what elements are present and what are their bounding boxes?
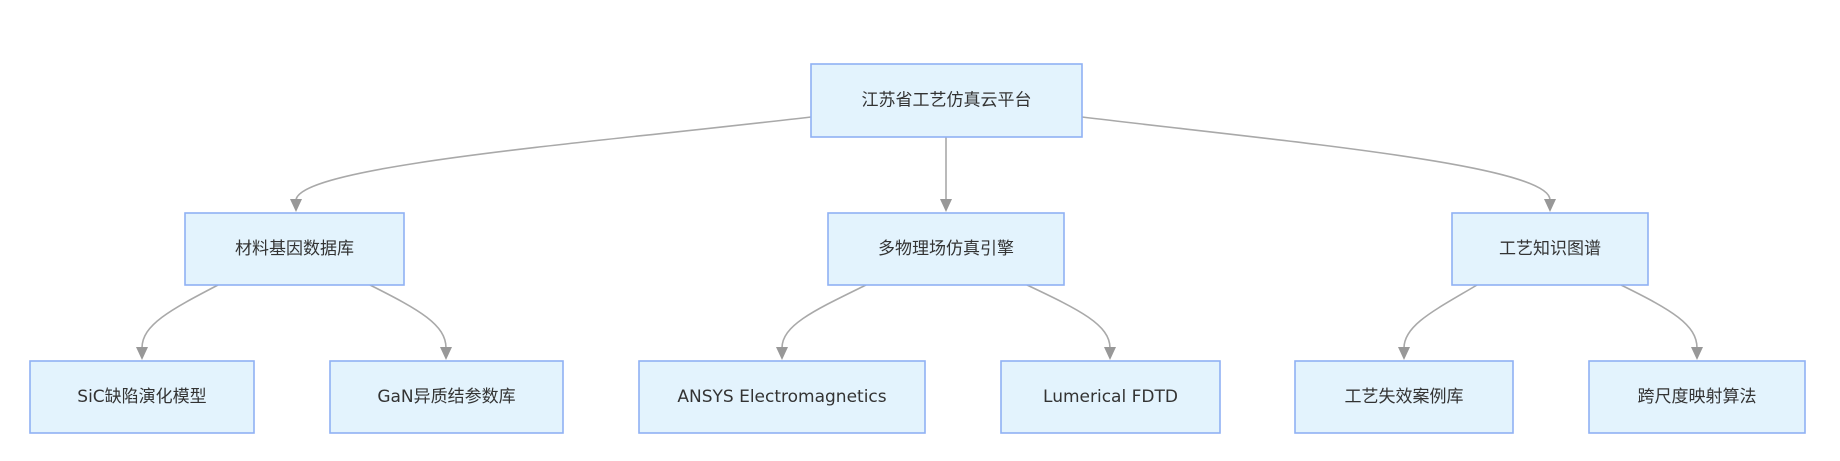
- node-label: ANSYS Electromagnetics: [677, 387, 886, 407]
- node-platform[interactable]: 江苏省工艺仿真云平台: [810, 63, 1083, 138]
- node-gan-hetero[interactable]: GaN异质结参数库: [329, 360, 564, 434]
- node-knowledge-graph[interactable]: 工艺知识图谱: [1451, 212, 1649, 286]
- node-label: 工艺失效案例库: [1345, 387, 1464, 407]
- node-ansys[interactable]: ANSYS Electromagnetics: [638, 360, 926, 434]
- arrowhead-icon: [1104, 347, 1116, 360]
- node-multiphysics[interactable]: 多物理场仿真引擎: [827, 212, 1065, 286]
- edges-layer: [136, 116, 1703, 360]
- arrowhead-icon: [1398, 347, 1410, 360]
- node-material-db[interactable]: 材料基因数据库: [184, 212, 405, 286]
- node-label: 工艺知识图谱: [1499, 239, 1601, 259]
- arrowhead-icon: [290, 199, 302, 212]
- node-failure-cases[interactable]: 工艺失效案例库: [1294, 360, 1514, 434]
- edge-material-db-to-sic-defect: [141, 284, 219, 349]
- edge-knowledge-graph-to-cross-scale: [1620, 284, 1698, 349]
- node-lumerical[interactable]: Lumerical FDTD: [1000, 360, 1221, 434]
- arrowhead-icon: [1544, 199, 1556, 212]
- node-cross-scale[interactable]: 跨尺度映射算法: [1588, 360, 1806, 434]
- edge-multiphysics-to-ansys: [781, 284, 867, 349]
- node-label: Lumerical FDTD: [1043, 387, 1178, 407]
- edge-platform-to-material-db: [295, 116, 812, 201]
- edge-knowledge-graph-to-failure-cases: [1403, 284, 1478, 349]
- edge-multiphysics-to-lumerical: [1026, 284, 1111, 349]
- arrowhead-icon: [1691, 347, 1703, 360]
- node-label: 材料基因数据库: [235, 239, 354, 259]
- arrowhead-icon: [440, 347, 452, 360]
- arrowhead-icon: [940, 199, 952, 212]
- node-label: GaN异质结参数库: [377, 387, 515, 407]
- arrowhead-icon: [776, 347, 788, 360]
- node-sic-defect[interactable]: SiC缺陷演化模型: [29, 360, 255, 434]
- node-label: 多物理场仿真引擎: [878, 239, 1014, 259]
- edge-platform-to-knowledge-graph: [1081, 116, 1551, 201]
- node-label: 江苏省工艺仿真云平台: [862, 91, 1032, 111]
- node-label: SiC缺陷演化模型: [77, 387, 206, 407]
- node-label: 跨尺度映射算法: [1638, 387, 1757, 407]
- arrowhead-icon: [136, 347, 148, 360]
- edge-material-db-to-gan-hetero: [369, 284, 447, 349]
